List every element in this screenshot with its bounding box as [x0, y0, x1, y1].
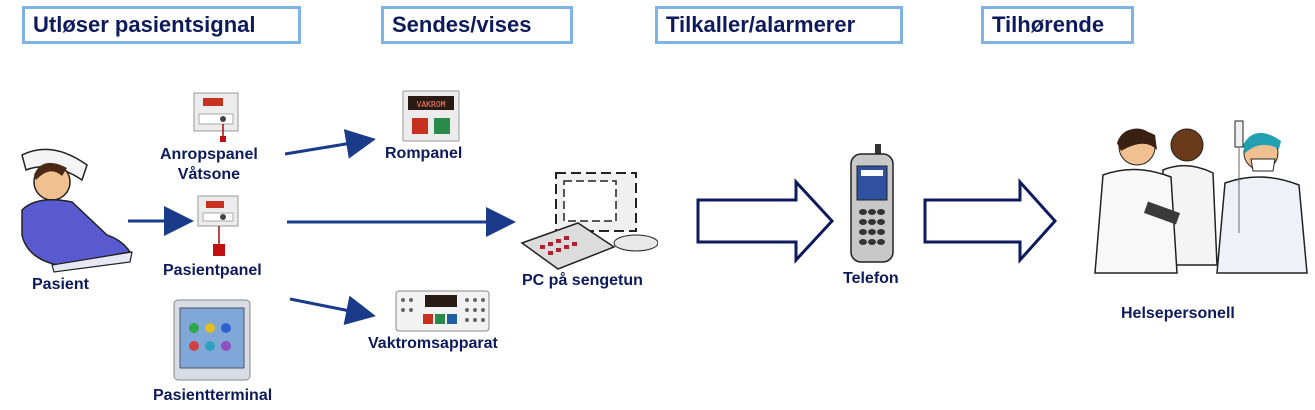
- call-panel-icon: [193, 92, 239, 142]
- header-call: Tilkaller/alarmerer: [655, 6, 903, 44]
- label-pc: PC på sengetun: [522, 272, 643, 289]
- header-belonging: Tilhørende: [981, 6, 1134, 44]
- label-room-panel: Rompanel: [385, 145, 463, 162]
- patient-panel-icon: [197, 195, 239, 256]
- patient-in-bed-icon: [21, 148, 133, 273]
- label-guard-room: Vaktromsapparat: [368, 335, 498, 352]
- big-arrow-phone-to-staff: [923, 178, 1058, 264]
- guard-room-device-icon: [395, 290, 490, 332]
- patient-terminal-icon: [173, 299, 251, 381]
- label-call-panel: Anropspanel Våtsone: [160, 145, 258, 185]
- health-personnel-icon: [1094, 120, 1308, 274]
- label-staff: Helsepersonell: [1121, 305, 1235, 322]
- header-sent: Sendes/vises: [381, 6, 573, 44]
- header-trigger: Utløser pasientsignal: [22, 6, 301, 44]
- label-patient-terminal: Pasientterminal: [153, 387, 273, 404]
- room-panel-icon: VAKROM: [402, 90, 460, 142]
- arrow-callpanel-to-roompanel: [284, 129, 376, 159]
- arrow-terminal-to-guardroom: [289, 295, 376, 326]
- svg-text:VAKROM: VAKROM: [417, 100, 446, 109]
- label-phone: Telefon: [843, 270, 899, 287]
- pc-icon: [520, 172, 658, 270]
- phone-icon: [850, 144, 894, 263]
- label-call-panel-line2: Våtsone: [177, 166, 241, 183]
- label-patient-panel: Pasientpanel: [163, 262, 262, 279]
- label-call-panel-line1: Anropspanel: [160, 146, 258, 163]
- label-patient: Pasient: [32, 276, 89, 293]
- big-arrow-pc-to-phone: [696, 178, 835, 264]
